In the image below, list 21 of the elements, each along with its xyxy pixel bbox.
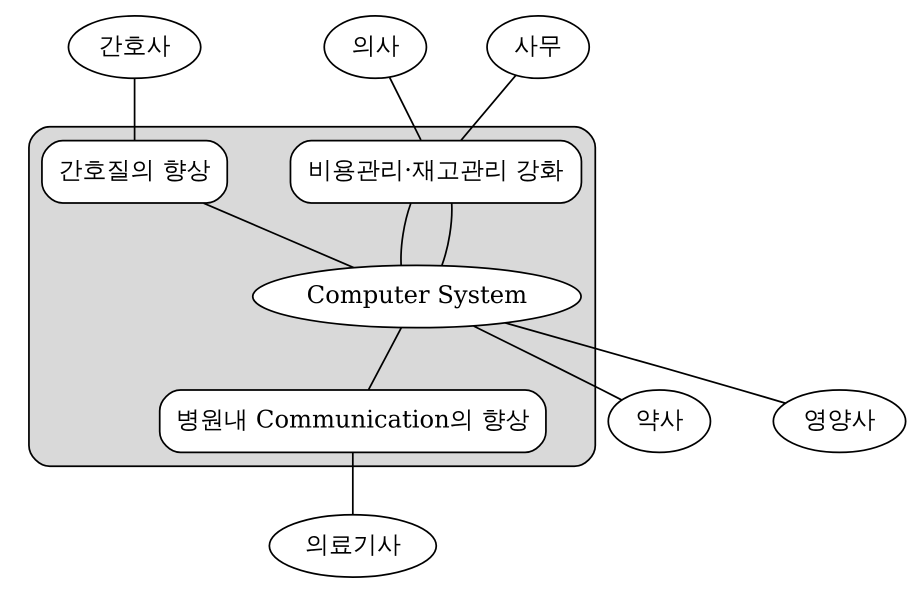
node-ellipse: 간호사 [68,15,202,80]
node-ellipse: 약사 [607,389,712,454]
connector [203,202,354,268]
connector [134,78,136,140]
connector [460,74,517,141]
connector [400,203,412,266]
connector [473,325,622,401]
connector [504,322,786,404]
node-ellipse: Computer System [252,264,582,329]
connector [368,327,402,390]
node-box: 간호질의 향상 [41,140,228,204]
connector [352,452,354,515]
node-ellipse: 영양사 [772,389,906,454]
node-ellipse: 의료기사 [268,514,438,578]
connector [388,77,422,140]
node-box: 병원내 Communication의 향상 [158,389,547,454]
node-box: 비용관리·재고관리 강화 [290,140,582,204]
node-ellipse: 사무 [486,15,590,80]
node-ellipse: 의사 [323,15,428,80]
cluster [28,126,596,468]
connector [441,203,453,266]
